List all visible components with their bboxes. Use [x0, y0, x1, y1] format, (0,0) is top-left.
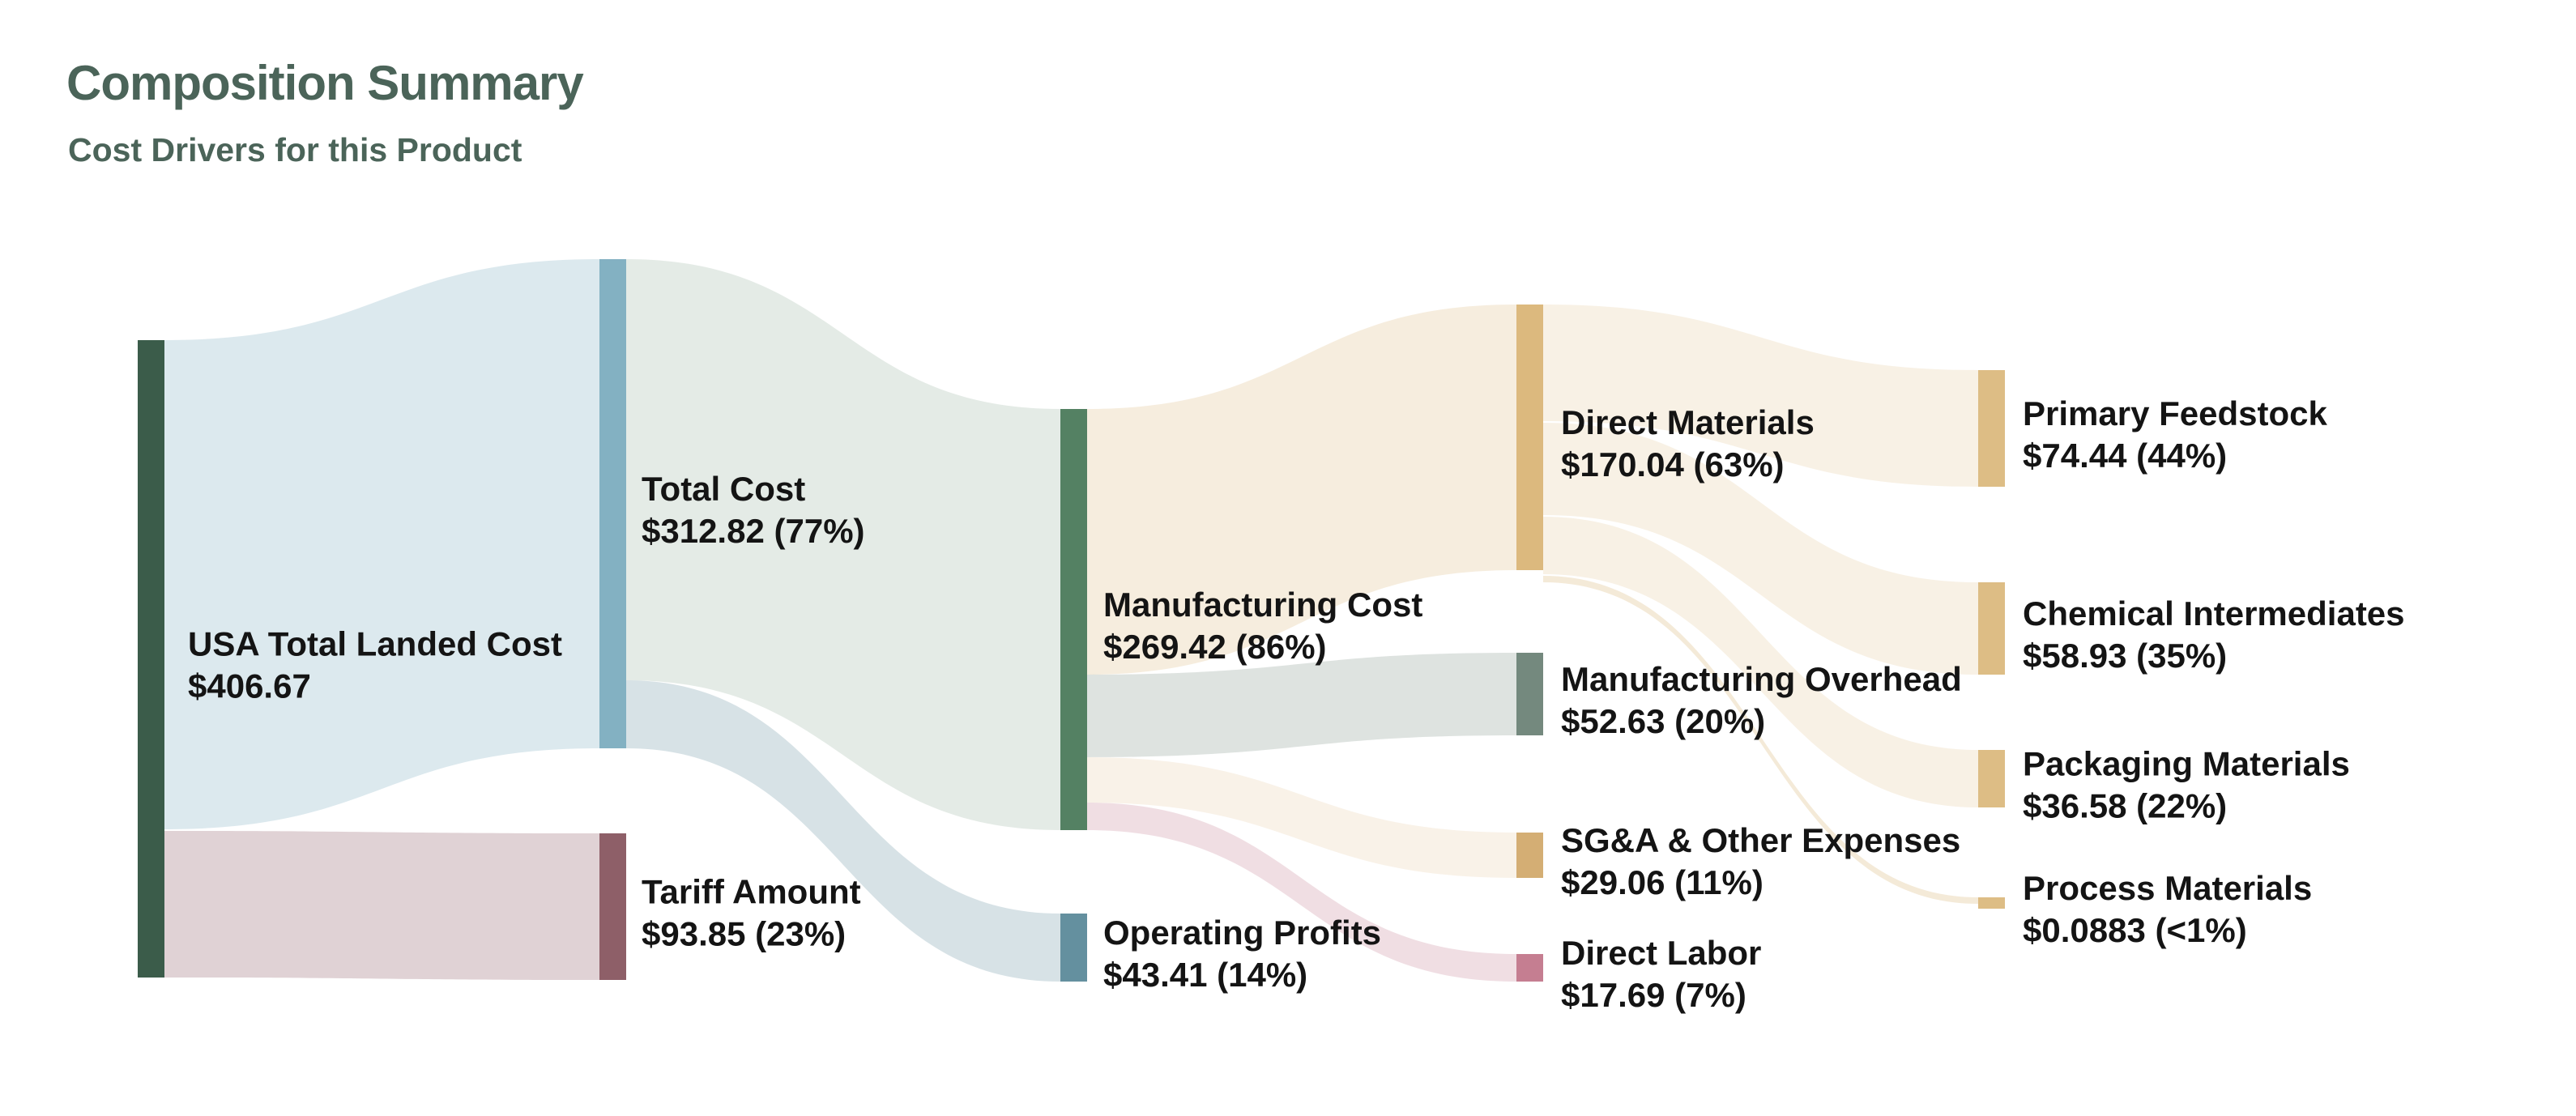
- sankey-link-dm-pf: [1543, 305, 1978, 487]
- node-label-sga: SG&A & Other Expenses: [1561, 821, 1960, 859]
- sankey-node-sga: [1516, 833, 1543, 878]
- node-label-pf: Primary Feedstock: [2023, 394, 2327, 432]
- node-label-usa: USA Total Landed Cost: [188, 625, 562, 663]
- node-value-oh: $52.63 (20%): [1561, 702, 1765, 740]
- sankey-node-pf: [1978, 370, 2005, 487]
- sankey-link-dm-ci: [1543, 423, 1978, 675]
- node-value-ci: $58.93 (35%): [2023, 637, 2227, 675]
- node-value-total: $312.82 (77%): [642, 512, 865, 550]
- sankey-node-ci: [1978, 582, 2005, 675]
- node-value-dm: $170.04 (63%): [1561, 445, 1785, 483]
- sankey-node-oh: [1516, 653, 1543, 735]
- sankey-node-dm: [1516, 305, 1543, 570]
- sankey-node-op: [1060, 914, 1087, 982]
- node-value-op: $43.41 (14%): [1103, 956, 1307, 994]
- node-label-proc: Process Materials: [2023, 869, 2312, 907]
- sankey-link-dm-pkg: [1543, 517, 1978, 807]
- page-title: Composition Summary: [66, 56, 584, 110]
- node-label-mfg: Manufacturing Cost: [1103, 586, 1422, 624]
- node-label-total: Total Cost: [642, 470, 805, 508]
- sankey-link-usa-tariff: [164, 831, 599, 980]
- sankey-link-total-mfg: [626, 259, 1060, 830]
- node-value-pf: $74.44 (44%): [2023, 437, 2227, 475]
- sankey-node-mfg: [1060, 409, 1087, 830]
- sankey-link-mfg-sga: [1087, 757, 1516, 878]
- page-subtitle: Cost Drivers for this Product: [68, 131, 522, 168]
- node-value-sga: $29.06 (11%): [1561, 863, 1764, 901]
- sankey-node-usa: [138, 340, 164, 978]
- node-value-mfg: $269.42 (86%): [1103, 628, 1327, 666]
- sankey-link-mfg-oh: [1087, 653, 1516, 757]
- node-value-dl: $17.69 (7%): [1561, 976, 1746, 1014]
- sankey-link-dm-proc: [1543, 576, 1978, 904]
- sankey-node-dl: [1516, 954, 1543, 982]
- node-label-dl: Direct Labor: [1561, 934, 1761, 972]
- sankey-node-total: [599, 259, 626, 748]
- sankey-link-mfg-dm: [1087, 305, 1516, 675]
- node-label-ci: Chemical Intermediates: [2023, 594, 2405, 633]
- node-label-dm: Direct Materials: [1561, 403, 1815, 441]
- node-value-proc: $0.0883 (<1%): [2023, 911, 2247, 949]
- sankey-node-tariff: [599, 833, 626, 980]
- node-label-op: Operating Profits: [1103, 914, 1381, 952]
- sankey-link-total-op: [626, 680, 1060, 982]
- node-value-pkg: $36.58 (22%): [2023, 787, 2227, 825]
- node-label-oh: Manufacturing Overhead: [1561, 660, 1962, 698]
- node-value-tariff: $93.85 (23%): [642, 915, 846, 953]
- node-label-tariff: Tariff Amount: [642, 873, 861, 911]
- node-value-usa: $406.67: [188, 667, 311, 705]
- node-label-pkg: Packaging Materials: [2023, 745, 2350, 783]
- sankey-node-proc: [1978, 897, 2005, 909]
- sankey-link-usa-total: [164, 259, 599, 829]
- sankey-link-mfg-dl: [1087, 803, 1516, 982]
- sankey-node-pkg: [1978, 750, 2005, 807]
